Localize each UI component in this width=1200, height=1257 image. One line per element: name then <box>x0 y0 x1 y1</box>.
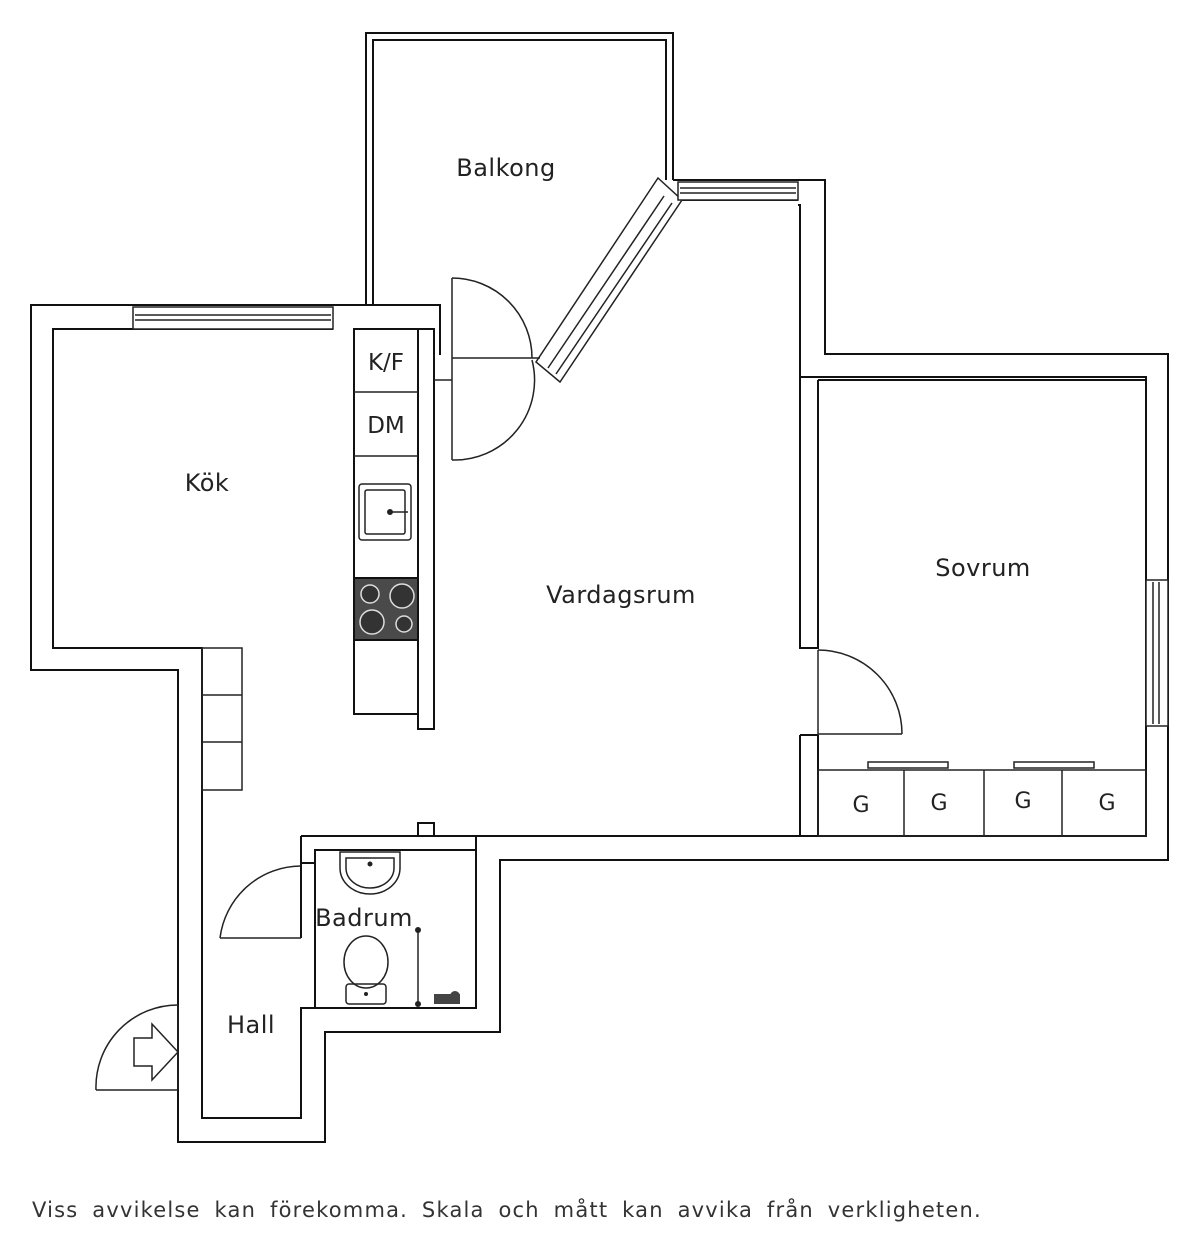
wardrobe-label: G <box>1098 791 1115 816</box>
room-label-sovrum: Sovrum <box>935 554 1031 582</box>
room-label-balkong: Balkong <box>456 154 556 182</box>
kitchen-sink <box>358 483 412 541</box>
bathroom-sink <box>339 851 401 895</box>
balcony-window <box>535 176 798 384</box>
room-label-vardagsrum: Vardagsrum <box>546 581 696 609</box>
wardrobe-label: G <box>930 791 947 816</box>
wardrobe-label: G <box>852 793 869 818</box>
shower <box>415 927 460 1007</box>
floor-plan: Balkong Kök Vardagsrum Sovrum Badrum Hal… <box>30 32 1169 1143</box>
bedroom-partition <box>799 205 1146 836</box>
room-label-kok: Kök <box>185 469 230 497</box>
kitchen-counter <box>353 328 419 715</box>
entrance-door <box>95 1004 179 1091</box>
wardrobe-label: G <box>1014 789 1031 814</box>
toilet <box>343 935 389 1005</box>
fridge-freezer-label: K/F <box>368 350 404 376</box>
windows <box>132 181 1169 727</box>
room-label-badrum: Badrum <box>315 904 413 932</box>
disclaimer-text: Viss avvikelse kan förekomma. Skala och … <box>32 1198 982 1222</box>
hall-cabinets <box>201 647 243 791</box>
wardrobes <box>817 761 1147 837</box>
balcony <box>365 32 674 305</box>
dishwasher-label: DM <box>367 413 405 439</box>
bedroom-door <box>817 649 903 735</box>
entrance-arrow-icon <box>133 1022 180 1082</box>
bathroom-door <box>219 865 302 939</box>
kitchen-partition <box>417 328 452 730</box>
room-label-hall: Hall <box>227 1011 275 1039</box>
balcony-door <box>451 277 540 461</box>
stove <box>353 577 419 641</box>
